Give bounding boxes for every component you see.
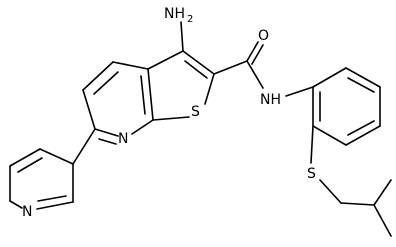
atom-n-pyridyl: N	[22, 204, 32, 220]
isobutylthio-chain	[310, 125, 392, 237]
bond	[347, 77, 375, 93]
bond	[373, 179, 392, 206]
pyridyl-ring	[9, 148, 74, 210]
bond	[93, 71, 119, 95]
atom-nh2: NH 2	[164, 6, 193, 25]
atom-n-amide: NH	[260, 92, 281, 108]
bond	[37, 195, 67, 202]
bond	[152, 116, 190, 121]
bond	[310, 125, 314, 164]
bond	[94, 128, 119, 137]
bond	[184, 60, 208, 79]
bond	[340, 202, 375, 206]
atom-o-carbonyl: O	[258, 28, 269, 44]
pyridine-ring-fused	[82, 61, 154, 145]
bond	[9, 200, 23, 209]
thiophene-ring	[147, 50, 215, 121]
amino-subscript: 2	[187, 14, 193, 25]
bond	[112, 61, 149, 70]
bond	[98, 138, 117, 145]
bond	[246, 41, 259, 62]
bond	[182, 50, 215, 75]
bond	[39, 148, 74, 165]
bond	[285, 86, 314, 97]
bond	[312, 125, 347, 146]
bond	[9, 148, 41, 167]
bond	[82, 89, 96, 130]
carboxamide-group	[213, 41, 314, 97]
bond	[17, 157, 43, 173]
bond	[312, 67, 347, 88]
bond	[36, 201, 74, 210]
bond	[347, 120, 375, 136]
phenyl-ring	[312, 67, 381, 146]
bond	[180, 21, 184, 52]
bond	[204, 73, 215, 105]
bond	[373, 204, 392, 237]
bond	[147, 50, 184, 70]
bond	[72, 128, 96, 165]
bond	[251, 44, 264, 65]
atom-s-thiophene: S	[191, 104, 200, 120]
atom-s-thioether: S	[307, 166, 316, 182]
amino-label: NH	[164, 6, 185, 22]
bond	[246, 60, 264, 89]
bond	[140, 75, 146, 115]
bond	[131, 119, 154, 135]
bond	[345, 125, 381, 146]
atom-n-pyridine: N	[118, 131, 128, 147]
bond	[319, 179, 342, 204]
bond	[82, 61, 114, 91]
bond	[147, 68, 154, 121]
bond	[345, 67, 381, 88]
bond	[213, 60, 248, 75]
